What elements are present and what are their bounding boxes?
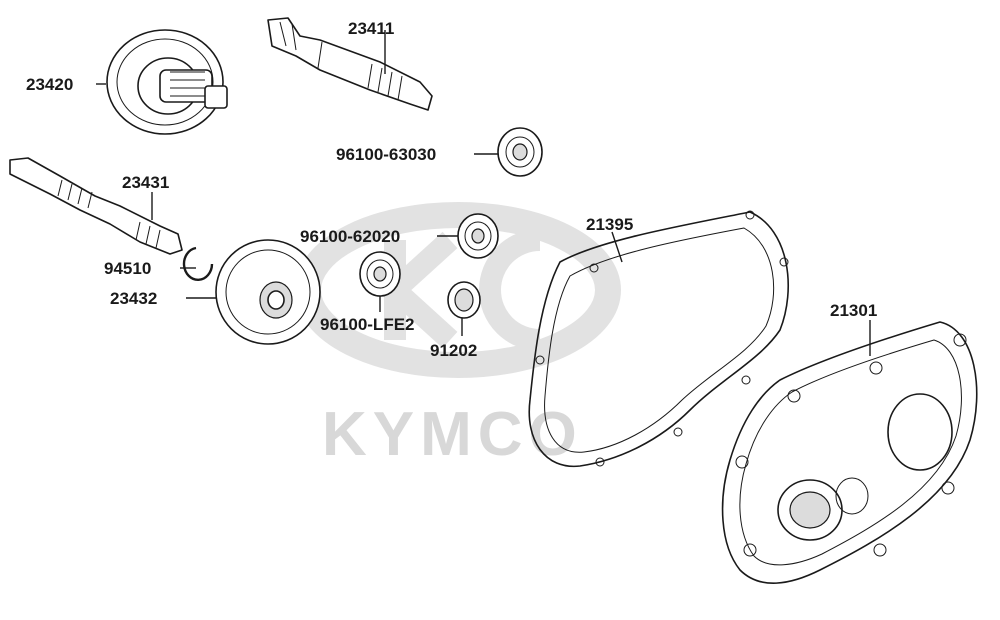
circlip-94510 [182, 246, 214, 281]
callout-96100-lfe2: 96100-LFE2 [320, 315, 415, 334]
callout-labels: 23411 23420 96100-63030 23431 96100-6202… [26, 19, 877, 360]
callout-21395: 21395 [586, 215, 633, 234]
gear-23420 [106, 29, 228, 135]
callout-91202: 91202 [430, 341, 477, 360]
callout-lines [96, 30, 871, 356]
callout-23420: 23420 [26, 75, 73, 94]
shaft-23431 [9, 157, 183, 255]
bearing-96100-63030 [497, 127, 543, 177]
gear-23432 [215, 239, 321, 345]
callout-96100-63030: 96100-63030 [336, 145, 436, 164]
watermark-logo-text: KYMCO [322, 400, 583, 469]
callout-96100-62020: 96100-62020 [300, 227, 400, 246]
callout-21301: 21301 [830, 301, 877, 320]
callout-23431: 23431 [122, 173, 169, 192]
bearing-96100-lfe2 [359, 251, 401, 297]
callout-23432: 23432 [110, 289, 157, 308]
bearing-96100-62020 [457, 213, 499, 259]
callout-94510: 94510 [104, 259, 151, 278]
shaft-23411 [267, 17, 433, 111]
transmission-cover-21301 [721, 321, 978, 584]
callout-23411: 23411 [348, 19, 394, 38]
oil-seal-91202 [447, 281, 481, 319]
gasket-21395 [528, 210, 789, 468]
